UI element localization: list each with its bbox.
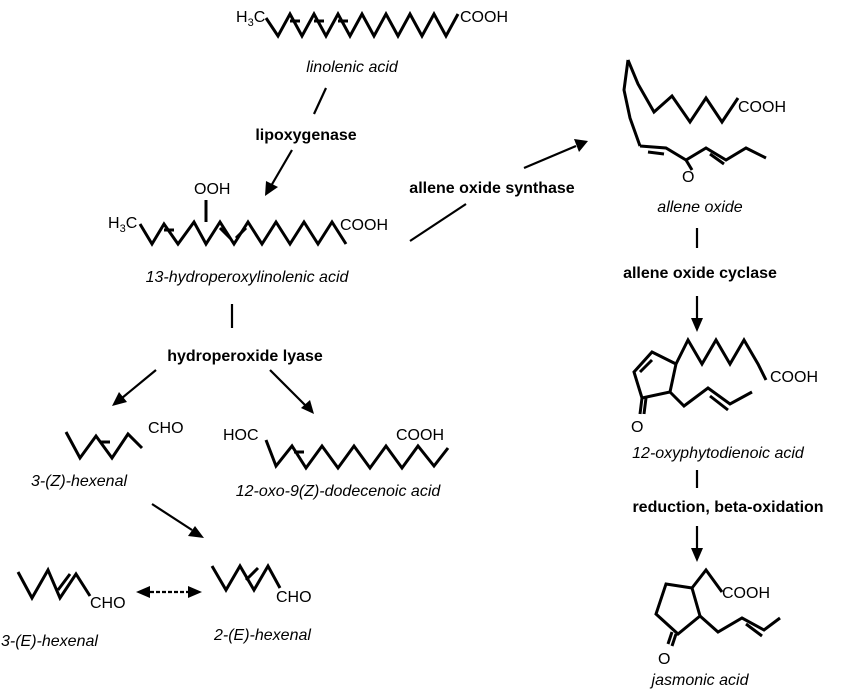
linolenic-acid-label: linolenic acid	[306, 59, 399, 76]
hydroperoxylinolenic-acid-label: 13-hydroperoxylinolenic acid	[146, 269, 350, 286]
e3-hexenal-structure: CHO	[16, 566, 126, 612]
lyase-arrow-left	[112, 369, 157, 406]
cho-group: CHO	[148, 420, 184, 437]
ooh-group: OOH	[194, 181, 230, 198]
e3-hexenal-label: 3-(E)-hexenal	[1, 633, 98, 650]
e2-hexenal-structure: CHO	[210, 562, 312, 606]
hydroperoxylinolenic-acid-structure: OOH H3C COOH	[108, 181, 388, 247]
linolenic-acid-structure: H3C COOH	[236, 9, 508, 40]
z-hexenal-label: 3-(Z)-hexenal	[31, 473, 127, 490]
cooh-group-6: COOH	[396, 427, 444, 444]
jasmonic-acid-structure: O COOH	[654, 567, 781, 668]
allene-oxide-synthase-label: allene oxide synthase	[409, 180, 575, 197]
hydroperoxide-lyase-label: hydroperoxide lyase	[167, 348, 323, 365]
cooh-group: COOH	[460, 9, 508, 26]
reduction-beta-oxidation-label: reduction, beta-oxidation	[632, 499, 823, 516]
ketone-oxygen-2: O	[658, 651, 670, 668]
allene-oxide-cyclase-label: allene oxide cyclase	[623, 265, 777, 282]
hoc-group: HOC	[223, 427, 259, 444]
lipoxygenase-label: lipoxygenase	[255, 127, 356, 144]
cho-group-2: CHO	[90, 595, 126, 612]
cooh-group-5: COOH	[722, 585, 770, 602]
ketone-oxygen: O	[631, 419, 643, 436]
epoxide-oxygen: O	[682, 169, 694, 186]
z-hexenal-structure: CHO	[64, 420, 184, 461]
allene-oxide-structure: COOH O	[622, 59, 786, 186]
cho-group-3: CHO	[276, 589, 312, 606]
h3c-group-2: H3C	[108, 215, 137, 235]
reduction-arrow	[691, 526, 703, 562]
allene-oxide-label: allene oxide	[657, 199, 743, 216]
lyase-arrow-right	[269, 369, 314, 414]
oxo-dodecenoic-acid-structure: HOC COOH	[223, 427, 450, 471]
connector-line	[313, 87, 327, 115]
opda-structure: O COOH	[631, 336, 818, 436]
isomerization-arrow	[151, 503, 204, 538]
cooh-group-3: COOH	[738, 99, 786, 116]
equilibrium-arrow	[136, 586, 202, 598]
opda-label: 12-oxyphytodienoic acid	[632, 445, 805, 462]
cooh-group-4: COOH	[770, 369, 818, 386]
e2-hexenal-label: 2-(E)-hexenal	[213, 627, 311, 644]
allene-oxide-cyclase-arrow	[691, 296, 703, 332]
oxo-dodecenoic-acid-label: 12-oxo-9(Z)-dodecenoic acid	[236, 483, 442, 500]
jasmonic-acid-label: jasmonic acid	[650, 672, 750, 689]
h3c-group: H3C	[236, 9, 265, 29]
allene-oxide-synthase-arrow	[409, 139, 588, 242]
cooh-group-2: COOH	[340, 217, 388, 234]
lipoxygenase-arrow	[265, 149, 293, 196]
